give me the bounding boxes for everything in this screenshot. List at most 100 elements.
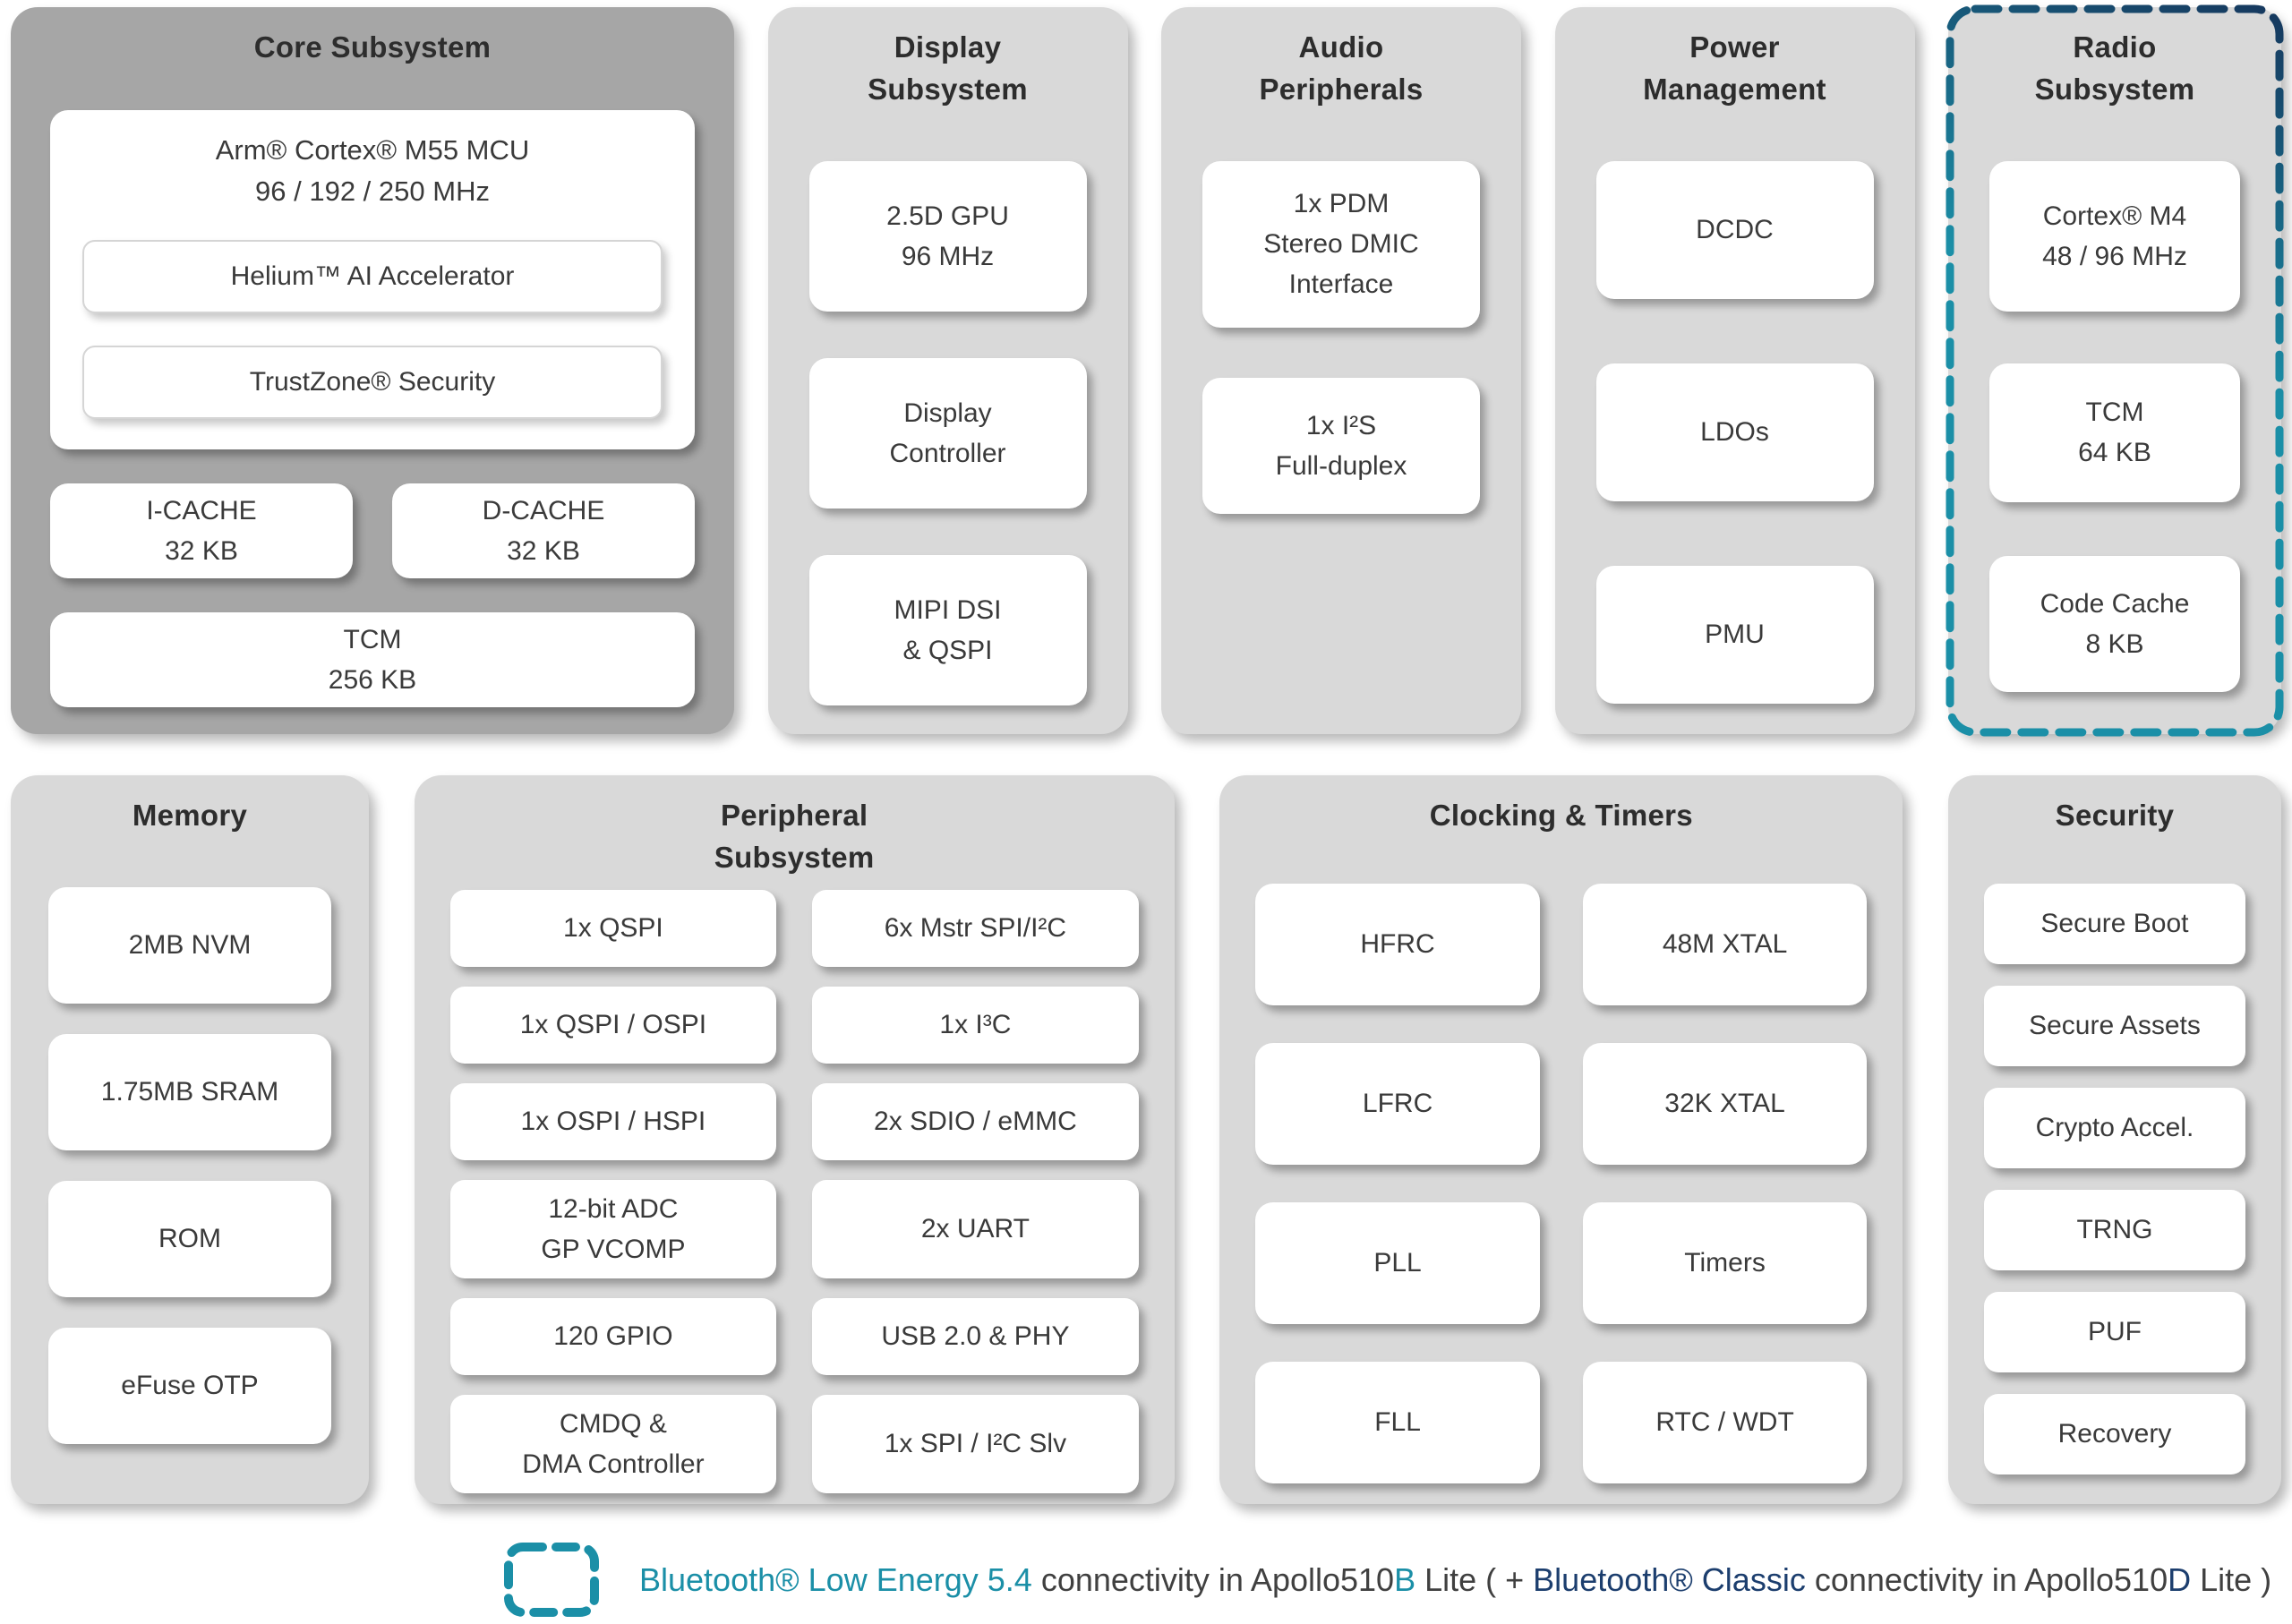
block-display-controller: Display Controller xyxy=(808,357,1087,509)
block-dcdc: DCDC xyxy=(1595,160,1874,299)
block-120-gpio: 120 GPIO xyxy=(449,1297,777,1375)
label-line: ROM xyxy=(158,1224,221,1254)
label-line: Timers xyxy=(1684,1248,1766,1278)
panel-radio-subsystem: Radio Subsystem Cortex® M4 48 / 96 MHz T… xyxy=(1946,4,2284,737)
block-i2s-full-duplex: 1x I²S Full-duplex xyxy=(1202,377,1480,514)
block-timers: Timers xyxy=(1582,1201,1868,1324)
block-2x-sdio-emmc: 2x SDIO / eMMC xyxy=(812,1082,1139,1160)
title-line: Peripheral xyxy=(720,799,868,832)
legend-segment: Lite ( + xyxy=(1415,1560,1534,1598)
block-trng: TRNG xyxy=(1983,1189,2245,1270)
top-row: Core Subsystem Arm® Cortex® M55 MCU 96 /… xyxy=(11,4,2284,737)
block-1x-qspi: 1x QSPI xyxy=(449,889,777,967)
block-1x-i3c: 1x I³C xyxy=(812,986,1139,1064)
legend-segment: Bluetooth® Classic xyxy=(1533,1560,1806,1598)
label-line: 6x Mstr SPI/I²C xyxy=(884,913,1067,944)
block-efuse-otp: eFuse OTP xyxy=(48,1327,331,1444)
block-6x-mstr-spi-i2c: 6x Mstr SPI/I²C xyxy=(812,889,1139,967)
title-line: Subsystem xyxy=(2034,72,2195,106)
label-line: 1.75MB SRAM xyxy=(100,1077,279,1107)
label-line: GP VCOMP xyxy=(541,1234,686,1264)
label-line: LDOs xyxy=(1700,417,1769,448)
label-line: Secure Boot xyxy=(2040,909,2189,939)
block-secure-boot: Secure Boot xyxy=(1983,883,2245,964)
label-line: Controller xyxy=(889,438,1006,468)
block-48m-xtal: 48M XTAL xyxy=(1582,883,1868,1005)
block-arm-cortex-m55-mcu: Arm® Cortex® M55 MCU 96 / 192 / 250 MHz … xyxy=(50,109,695,449)
label-line: MIPI DSI xyxy=(894,594,1002,625)
label-line: Full-duplex xyxy=(1275,450,1407,481)
label-line: DMA Controller xyxy=(522,1449,705,1479)
label-line: Interface xyxy=(1288,269,1394,300)
block-rtc-wdt: RTC / WDT xyxy=(1582,1361,1868,1483)
core-content: Arm® Cortex® M55 MCU 96 / 192 / 250 MHz … xyxy=(11,109,734,707)
panel-title-audio-peripherals: Audio Peripherals xyxy=(1161,7,1521,111)
security-content: Secure Boot Secure Assets Crypto Accel. … xyxy=(1948,837,2281,1474)
power-content: DCDC LDOs PMU xyxy=(1555,111,1915,704)
panel-title-power-management: Power Management xyxy=(1555,7,1915,111)
label-line: 96 / 192 / 250 MHz xyxy=(255,175,490,208)
label-line: D-CACHE xyxy=(482,495,605,526)
title-line: Display xyxy=(894,30,1002,64)
label-line: Crypto Accel. xyxy=(2035,1113,2194,1143)
label-line: 48M XTAL xyxy=(1662,929,1788,960)
label-line: Secure Assets xyxy=(2029,1011,2201,1041)
title-line: Subsystem xyxy=(868,72,1028,106)
panel-title-security: Security xyxy=(2055,799,2175,832)
panel-title-clocking-timers: Clocking & Timers xyxy=(1429,799,1693,832)
label-line: LFRC xyxy=(1362,1089,1433,1119)
legend-segment: B xyxy=(1394,1560,1416,1598)
label-line: I-CACHE xyxy=(146,495,257,526)
block-helium-ai-accelerator: Helium™ AI Accelerator xyxy=(82,239,663,313)
panel-title-peripheral-subsystem: Peripheral Subsystem xyxy=(415,775,1175,879)
block-pmu: PMU xyxy=(1595,565,1874,704)
block-2mb-nvm: 2MB NVM xyxy=(48,886,331,1004)
title-line: Management xyxy=(1643,72,1826,106)
label-line: Stereo DMIC xyxy=(1263,229,1419,260)
peripheral-grid: 1x QSPI 6x Mstr SPI/I²C 1x QSPI / OSPI 1… xyxy=(449,889,1139,1493)
legend-segment: D xyxy=(2168,1560,2192,1598)
legend-text: Bluetooth® Low Energy 5.4 connectivity i… xyxy=(639,1561,2271,1599)
label-line: USB 2.0 & PHY xyxy=(881,1321,1070,1352)
block-lfrc: LFRC xyxy=(1255,1042,1540,1165)
title-line: Radio xyxy=(2073,30,2157,64)
block-d-cache: D-CACHE 32 KB xyxy=(392,483,695,578)
panel-title-memory: Memory xyxy=(132,799,248,832)
clocking-grid: HFRC 48M XTAL LFRC 32K XTAL PLL Timers xyxy=(1255,883,1868,1483)
legend-segment: Lite ) xyxy=(2191,1560,2272,1598)
label-line: Code Cache xyxy=(2040,588,2190,619)
label-line: 2x SDIO / eMMC xyxy=(874,1107,1077,1137)
block-recovery: Recovery xyxy=(1983,1393,2245,1474)
block-code-cache-8kb: Code Cache 8 KB xyxy=(1989,555,2240,692)
label-line: eFuse OTP xyxy=(121,1371,259,1401)
panel-audio-peripherals: Audio Peripherals 1x PDM Stereo DMIC Int… xyxy=(1161,7,1521,734)
label-line: Cortex® M4 xyxy=(2042,201,2187,231)
label-line: 1x PDM xyxy=(1293,189,1390,219)
block-cortex-m4: Cortex® M4 48 / 96 MHz xyxy=(1989,160,2240,312)
radio-content: Cortex® M4 48 / 96 MHz TCM 64 KB Code Ca… xyxy=(1948,111,2281,692)
label-line: 120 GPIO xyxy=(553,1321,673,1352)
legend-segment: connectivity in Apollo510 xyxy=(1805,1560,2168,1598)
panel-display-subsystem: Display Subsystem 2.5D GPU 96 MHz Displa… xyxy=(767,7,1128,734)
label-line: 1x I³C xyxy=(939,1010,1012,1040)
label-line: 2.5D GPU xyxy=(886,201,1009,231)
panel-title-display-subsystem: Display Subsystem xyxy=(768,7,1128,111)
label-line: HFRC xyxy=(1360,929,1435,960)
label-line: 1x QSPI xyxy=(563,913,663,944)
block-1x-qspi-ospi: 1x QSPI / OSPI xyxy=(449,986,777,1064)
block-hfrc: HFRC xyxy=(1255,883,1540,1005)
panel-peripheral-subsystem: Peripheral Subsystem 1x QSPI 6x Mstr SPI… xyxy=(414,775,1175,1504)
label-line: 1x QSPI / OSPI xyxy=(519,1010,707,1040)
panel-title-radio-subsystem: Radio Subsystem xyxy=(1948,7,2281,111)
dashed-box-icon xyxy=(504,1543,599,1617)
block-tcm-64kb: TCM 64 KB xyxy=(1989,363,2240,502)
label-line: TCM xyxy=(2085,397,2144,428)
title-line: Peripherals xyxy=(1259,72,1424,106)
panel-memory: Memory 2MB NVM 1.75MB SRAM ROM eFuse OTP xyxy=(11,775,369,1504)
label-line: CMDQ & xyxy=(559,1408,667,1439)
block-trustzone-security: TrustZone® Security xyxy=(82,345,663,419)
cache-row: I-CACHE 32 KB D-CACHE 32 KB xyxy=(50,483,695,578)
block-1x-ospi-hspi: 1x OSPI / HSPI xyxy=(449,1082,777,1160)
label-line: TRNG xyxy=(2076,1215,2153,1245)
